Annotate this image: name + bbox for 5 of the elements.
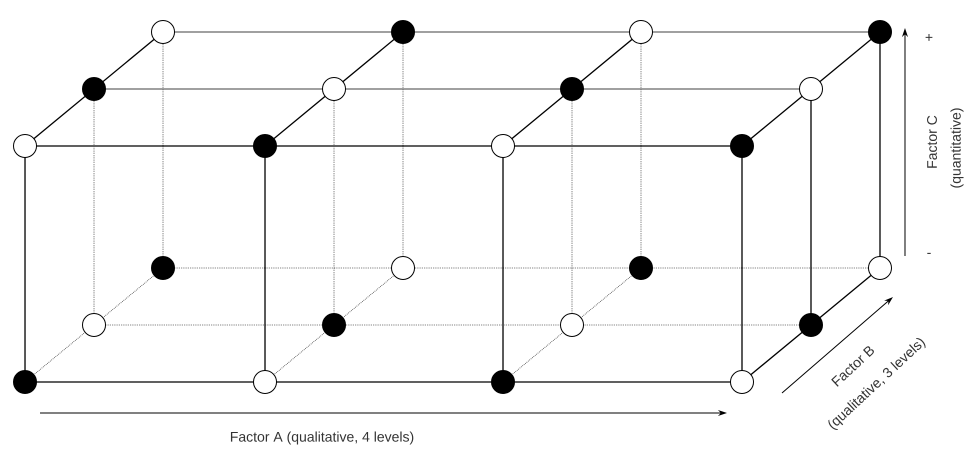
level-sign: -	[927, 252, 931, 254]
axis-label: (quantitative)	[950, 108, 964, 188]
axis-label: Factor A (qualitative, 4 levels)	[230, 431, 414, 444]
level-sign: +	[926, 34, 932, 41]
axis-label: Factor C	[927, 116, 937, 168]
